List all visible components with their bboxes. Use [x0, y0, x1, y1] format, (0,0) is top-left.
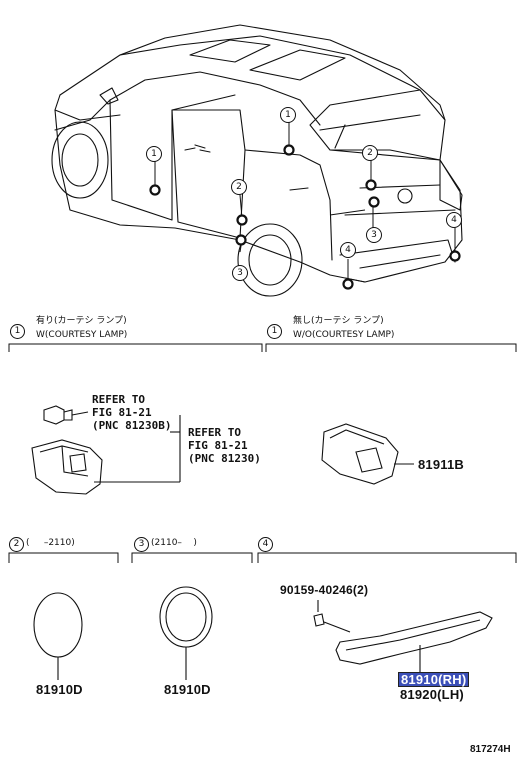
part-number-rh: 81910(RH): [398, 672, 470, 687]
vehicle-callout-4b: 4: [446, 212, 462, 228]
header-left-callout: 1: [10, 324, 25, 339]
header-right-jp-label: 無し(カーテシ ランプ): [293, 316, 384, 326]
header-left-en-label: W(COURTESY LAMP): [36, 330, 128, 340]
section2-callout: 2: [9, 537, 24, 552]
section2-date-range: ( –2110): [26, 538, 75, 548]
refer-lamp-text: REFER TO FIG 81-21 (PNC 81230): [188, 426, 261, 465]
section4-callout: 4: [258, 537, 273, 552]
part-number-lh: 81920(LH): [400, 687, 464, 702]
vehicle-callout-1b: 1: [280, 107, 296, 123]
part-number-section2: 81910D: [36, 682, 83, 697]
part-number-section3: 81910D: [164, 682, 211, 697]
refer-bulb-text: REFER TO FIG 81-21 (PNC 81230B): [92, 393, 172, 432]
figure-id: 817274H: [470, 744, 511, 755]
bolt-part-number: 90159-40246(2): [280, 583, 369, 597]
vehicle-callout-1a: 1: [146, 146, 162, 162]
vehicle-callout-4a: 4: [340, 242, 356, 258]
vehicle-callout-3b: 3: [366, 227, 382, 243]
vehicle-callout-2a: 2: [362, 145, 378, 161]
part-number-81911b: 81911B: [418, 457, 465, 472]
header-right-en-label: W/O(COURTESY LAMP): [293, 330, 395, 340]
vehicle-callout-3a: 3: [232, 265, 248, 281]
header-left-jp-label: 有り(カーテシ ランプ): [36, 316, 127, 326]
section3-date-range: (2110– ): [151, 538, 197, 548]
header-right-callout: 1: [267, 324, 282, 339]
section3-callout: 3: [134, 537, 149, 552]
vehicle-callout-2b: 2: [231, 179, 247, 195]
